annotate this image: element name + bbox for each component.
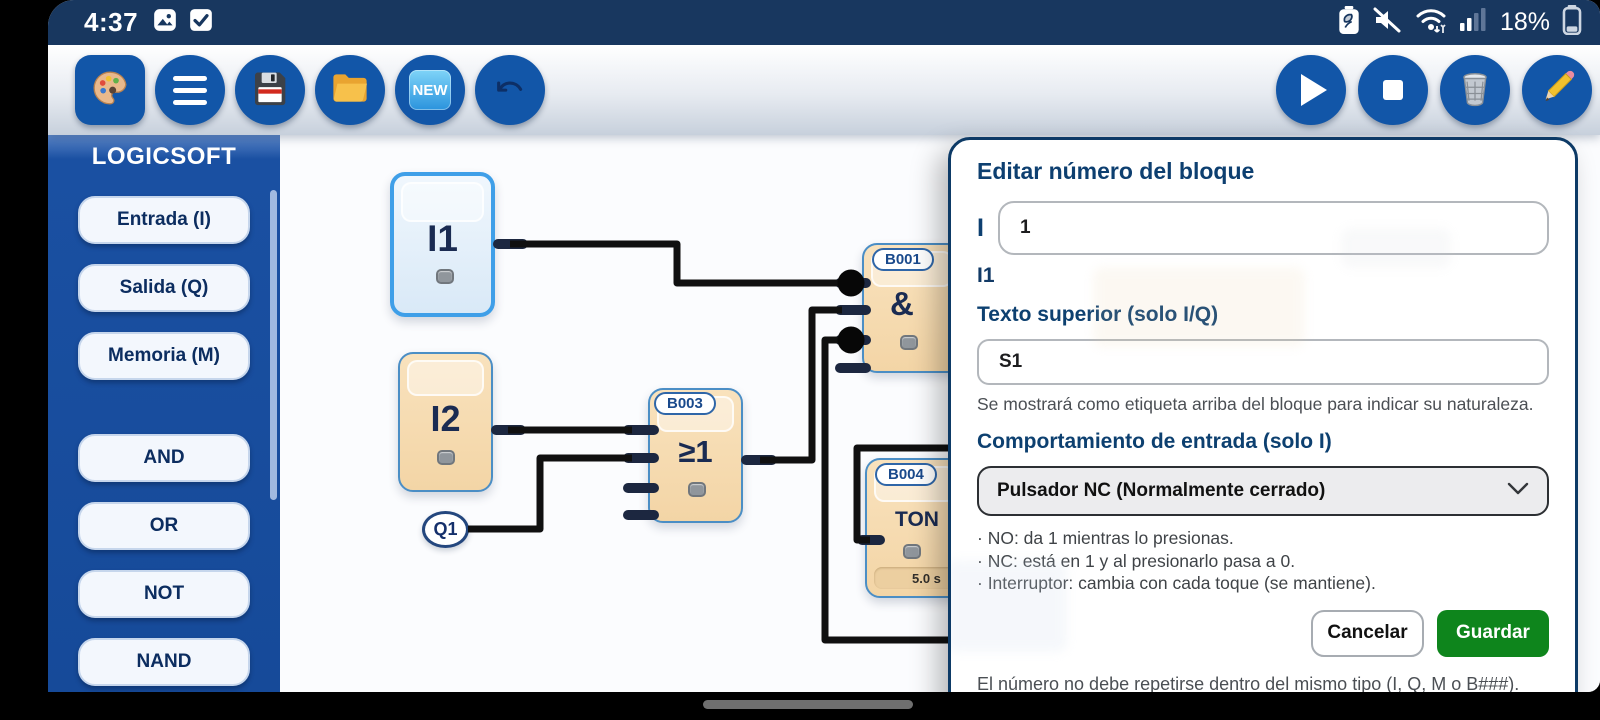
block-header-strip (407, 360, 484, 396)
sidebar-item-nand[interactable]: NAND (78, 638, 250, 686)
home-indicator[interactable] (703, 700, 913, 709)
app-window: 4:37 (48, 0, 1600, 692)
top-text-input[interactable] (977, 339, 1549, 385)
battery-saver-icon (1338, 6, 1360, 39)
block-symbol: & (890, 285, 914, 322)
trash-icon (1456, 69, 1494, 112)
new-file-button[interactable]: NEW (395, 55, 465, 125)
sidebar-item-not[interactable]: NOT (78, 570, 250, 618)
status-dot (437, 450, 455, 465)
navigation-bar (0, 692, 1600, 720)
wifi-icon (1414, 6, 1448, 39)
menu-button[interactable] (155, 55, 225, 125)
sidebar-scrollbar[interactable] (270, 190, 277, 500)
top-text-help: Se mostrará como etiqueta arriba del blo… (977, 394, 1534, 414)
behavior-help-item: · NC: está en 1 y al presionarlo pasa a … (977, 550, 1296, 571)
floppy-disk-icon (250, 68, 290, 113)
sidebar: LOGICSOFT Entrada (I) Salida (Q) Memoria… (48, 135, 280, 692)
status-dot (903, 544, 921, 559)
battery-icon (1562, 5, 1582, 40)
status-dot (900, 335, 918, 350)
block-i2[interactable]: I2 (398, 352, 493, 492)
sidebar-item-memoria[interactable]: Memoria (M) (78, 332, 250, 380)
cancel-button[interactable]: Cancelar (1311, 609, 1424, 657)
open-file-button[interactable] (315, 55, 385, 125)
edit-block-dialog: Editar número del bloque I I1 Texto supe… (948, 137, 1578, 692)
behavior-select[interactable]: Pulsador NC (Normalmente cerrado) (977, 466, 1549, 516)
new-icon: NEW (409, 70, 451, 110)
block-label: I1 (427, 218, 458, 259)
run-button[interactable] (1276, 55, 1346, 125)
toolbar: NEW (48, 45, 1600, 135)
status-dot (436, 269, 454, 284)
block-badge: B004 (875, 463, 937, 486)
block-symbol: TON (895, 508, 939, 531)
block-badge: B003 (654, 392, 716, 415)
status-dot (688, 482, 706, 497)
dialog-title: Editar número del bloque (977, 158, 1255, 184)
block-b001[interactable]: B001 & (862, 243, 962, 373)
block-id-preview: I1 (977, 264, 995, 287)
signal-icon (1459, 7, 1488, 38)
menu-icon (173, 75, 207, 105)
save-button[interactable]: Guardar (1437, 609, 1549, 657)
behavior-selected-value: Pulsador NC (Normalmente cerrado) (997, 480, 1326, 501)
clock: 4:37 (84, 7, 139, 37)
sidebar-item-and[interactable]: AND (78, 434, 250, 482)
edit-button[interactable] (1522, 55, 1592, 125)
block-header-strip (401, 182, 484, 222)
behavior-heading: Comportamiento de entrada (solo I) (977, 430, 1332, 453)
block-symbol: ≥1 (678, 434, 713, 469)
pencil-icon (1537, 68, 1577, 113)
gallery-icon (152, 7, 178, 38)
top-text-heading: Texto superior (solo I/Q) (977, 303, 1219, 326)
save-button[interactable] (235, 55, 305, 125)
chevron-down-icon (1507, 480, 1529, 502)
status-bar: 4:37 (48, 0, 1600, 45)
block-prefix-label: I (977, 213, 984, 242)
theme-palette-button[interactable] (75, 55, 145, 125)
stop-icon (1383, 80, 1403, 100)
app-title: LOGICSOFT (91, 143, 237, 170)
battery-percent: 18% (1499, 8, 1550, 36)
palette-icon (90, 68, 130, 113)
block-label: Q1 (433, 519, 458, 539)
delete-button[interactable] (1440, 55, 1510, 125)
block-number-input[interactable] (997, 201, 1549, 255)
block-i1[interactable]: I1 (390, 172, 495, 317)
block-badge: B001 (872, 248, 934, 271)
play-icon (1301, 74, 1327, 106)
behavior-help-list: · NO: da 1 mientras lo presionas. · NC: … (977, 527, 1549, 595)
undo-button[interactable] (475, 55, 545, 125)
folder-icon (329, 67, 371, 114)
checkmark-icon (188, 7, 214, 38)
sidebar-item-salida[interactable]: Salida (Q) (78, 264, 250, 312)
stop-button[interactable] (1358, 55, 1428, 125)
block-b003[interactable]: B003 ≥1 (648, 388, 743, 523)
behavior-help-item: · Interruptor: cambia con cada toque (se… (977, 573, 1376, 593)
behavior-help-item: · NO: da 1 mientras lo presionas. (977, 528, 1234, 548)
mute-icon (1372, 6, 1402, 39)
sidebar-item-or[interactable]: OR (78, 502, 250, 550)
dialog-footnote: El número no debe repetirse dentro del m… (977, 673, 1520, 693)
sidebar-item-entrada[interactable]: Entrada (I) (78, 196, 250, 244)
block-label: I2 (430, 398, 461, 439)
undo-icon (493, 71, 527, 110)
block-q1[interactable]: Q1 (422, 511, 469, 548)
